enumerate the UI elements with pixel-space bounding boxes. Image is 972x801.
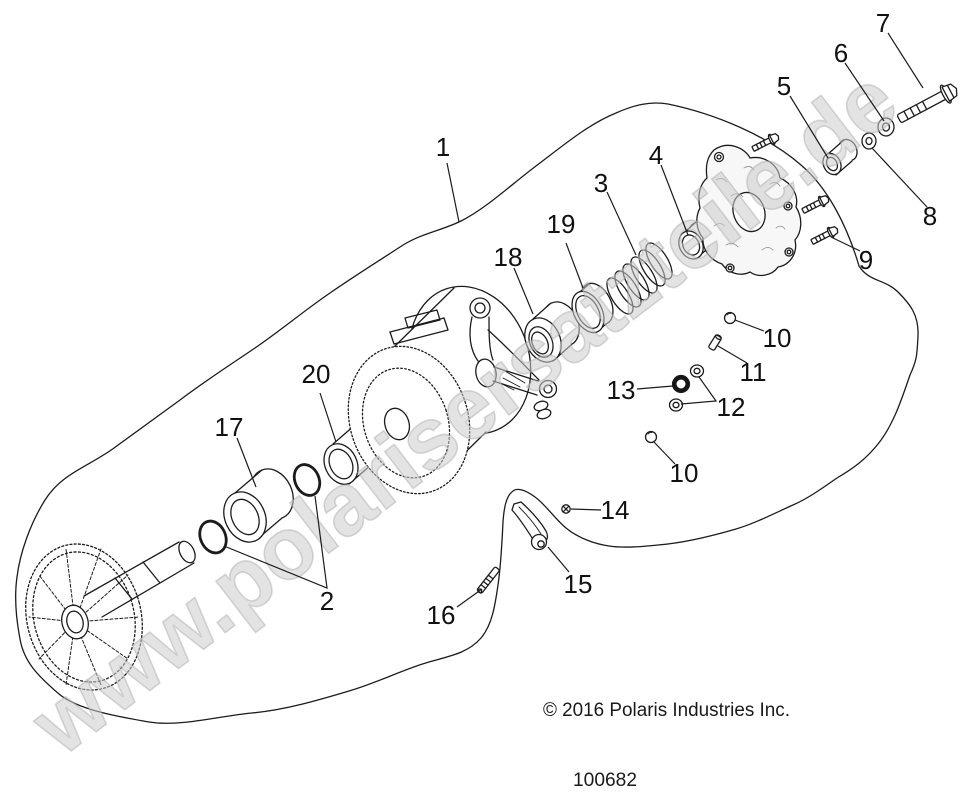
callout-17: 17 bbox=[215, 412, 244, 442]
spring-3 bbox=[606, 242, 673, 315]
callout-6: 6 bbox=[834, 38, 848, 68]
callout-3: 3 bbox=[594, 168, 608, 198]
callout-4: 4 bbox=[649, 140, 663, 170]
spider-bracket bbox=[469, 297, 558, 420]
screw-14 bbox=[561, 504, 571, 514]
callout-2: 2 bbox=[320, 586, 334, 616]
assembly-outline bbox=[14, 102, 919, 724]
callout-7: 7 bbox=[876, 8, 890, 38]
flange-bolt-9c bbox=[810, 226, 839, 245]
ball-10b bbox=[644, 430, 658, 444]
washer-6 bbox=[877, 117, 895, 137]
callout-9: 9 bbox=[859, 245, 873, 275]
ring-19 bbox=[571, 282, 614, 334]
callout-1: 1 bbox=[436, 132, 450, 162]
callout-labels: 1 2 3 4 5 6 7 8 9 10 11 12 13 10 14 15 1… bbox=[215, 8, 938, 630]
fixed-sheave-fan bbox=[25, 543, 143, 691]
callout-13: 13 bbox=[607, 375, 636, 405]
callout-19: 19 bbox=[547, 209, 576, 239]
callout-15: 15 bbox=[564, 569, 593, 599]
o-ring-small bbox=[198, 519, 228, 555]
callout-16: 16 bbox=[427, 600, 456, 630]
callout-11: 11 bbox=[740, 357, 767, 387]
spacer-5 bbox=[822, 138, 858, 176]
callout-8: 8 bbox=[923, 201, 937, 231]
movable-sheave-drum bbox=[347, 285, 532, 495]
ring-12a bbox=[689, 364, 705, 378]
watermark-text: www.polarisersatzteile.de bbox=[13, 49, 915, 773]
bushing-17 bbox=[223, 468, 294, 543]
bolt-7 bbox=[896, 83, 958, 123]
washer-8 bbox=[861, 132, 877, 150]
callout-10b: 10 bbox=[670, 458, 699, 488]
callout-10a: 10 bbox=[763, 323, 792, 353]
flange-bolt-9a bbox=[751, 133, 780, 152]
part-number: 100682 bbox=[573, 769, 637, 791]
retainer-ring-13 bbox=[671, 374, 691, 394]
callout-20: 20 bbox=[302, 359, 331, 389]
flange-bolt-9b bbox=[801, 195, 830, 214]
leader-lines bbox=[223, 32, 928, 608]
bearing-18 bbox=[524, 301, 580, 363]
callout-5: 5 bbox=[777, 71, 791, 101]
copyright-text: © 2016 Polaris Industries Inc. bbox=[543, 700, 790, 721]
pin-11 bbox=[708, 334, 722, 351]
o-ring-large bbox=[292, 463, 322, 497]
ball-10a bbox=[723, 311, 737, 325]
drive-shaft bbox=[83, 540, 196, 618]
callout-14: 14 bbox=[601, 495, 630, 525]
callout-12: 12 bbox=[717, 392, 746, 422]
cover-plate bbox=[696, 144, 802, 277]
lever-15 bbox=[511, 501, 549, 551]
pin-16 bbox=[476, 566, 500, 594]
ring-12b bbox=[668, 398, 684, 412]
callout-18: 18 bbox=[494, 242, 523, 272]
